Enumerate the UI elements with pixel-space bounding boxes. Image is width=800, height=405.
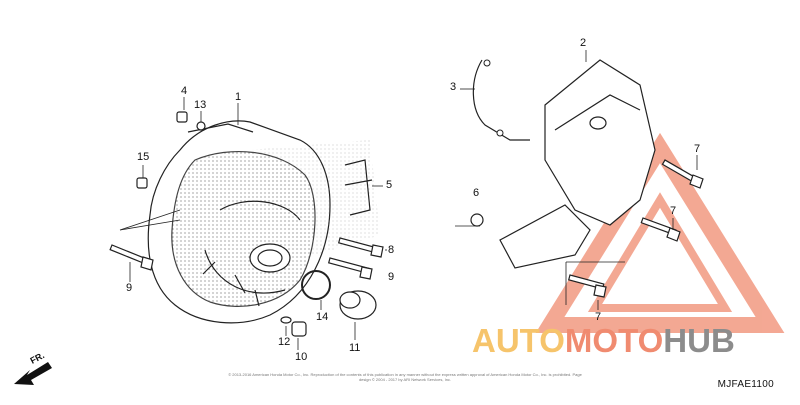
callout-15[interactable]: 15 bbox=[137, 151, 150, 163]
callout-9[interactable]: 9 bbox=[126, 282, 133, 294]
callout-3[interactable]: 3 bbox=[450, 81, 457, 93]
callout-11[interactable]: 11 bbox=[349, 342, 361, 354]
front-direction-arrow-icon bbox=[14, 362, 52, 385]
callout-6[interactable]: 6 bbox=[473, 187, 480, 199]
callout-4[interactable]: 4 bbox=[181, 85, 188, 97]
watermark-text: AUTOMOTOHUB bbox=[472, 322, 735, 359]
callout-13[interactable]: 13 bbox=[194, 99, 207, 111]
callout-9[interactable]: 9 bbox=[388, 271, 395, 283]
callout-10[interactable]: 10 bbox=[295, 351, 308, 363]
callout-14[interactable]: 14 bbox=[316, 311, 329, 323]
callout-7[interactable]: 7 bbox=[694, 143, 701, 155]
copyright-notice: © 2013-2016 American Honda Motor Co., In… bbox=[228, 372, 582, 382]
callout-5[interactable]: 5 bbox=[386, 179, 393, 191]
callout-2[interactable]: 2 bbox=[580, 37, 587, 49]
shaded-projection bbox=[250, 140, 380, 260]
bracket-hole bbox=[483, 59, 491, 67]
callout-7[interactable]: 7 bbox=[670, 205, 677, 217]
small-parts[interactable] bbox=[136, 111, 484, 337]
bolt-parts[interactable] bbox=[109, 159, 704, 298]
callout-1[interactable]: 1 bbox=[235, 91, 242, 103]
callout-12[interactable]: 12 bbox=[278, 336, 291, 348]
bracket-hole bbox=[496, 129, 504, 137]
watermark-triangle-logo bbox=[535, 132, 785, 333]
callout-7[interactable]: 7 bbox=[595, 311, 602, 323]
bracket-part-5[interactable] bbox=[344, 159, 373, 216]
leader-lines bbox=[119, 50, 698, 350]
bracket-part-3[interactable] bbox=[472, 59, 530, 141]
cover-part-2[interactable] bbox=[499, 59, 656, 269]
callout-8[interactable]: 8 bbox=[388, 244, 395, 256]
diagram-code: MJFAE1100 bbox=[717, 379, 774, 390]
